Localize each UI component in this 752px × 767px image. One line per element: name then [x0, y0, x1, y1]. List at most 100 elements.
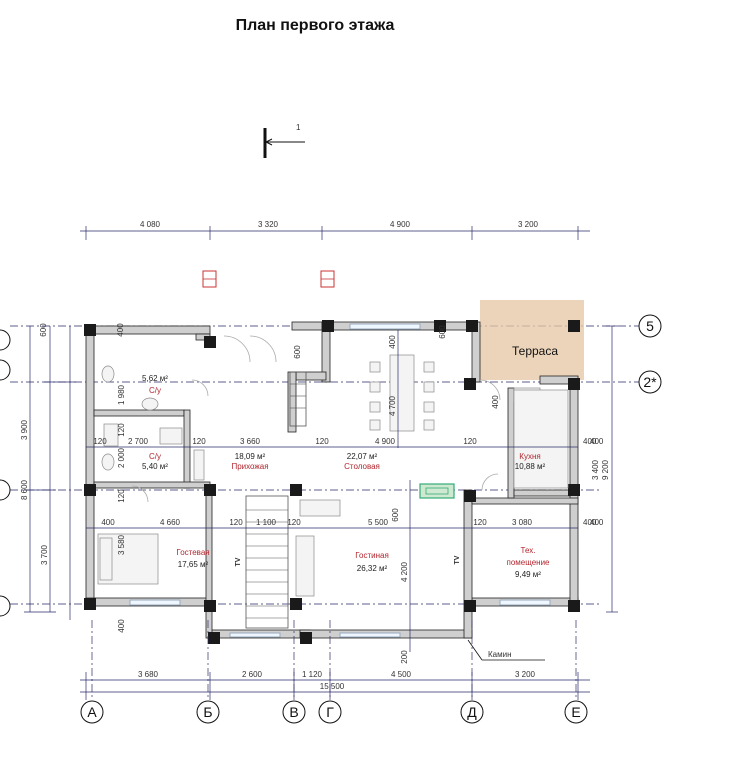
- dim-living-4660: 4 660: [160, 518, 181, 527]
- section-mark-label: 1: [296, 123, 301, 132]
- furniture: [97, 354, 569, 597]
- axis-V: В: [289, 704, 298, 720]
- dim-hall-120: 120: [315, 437, 329, 446]
- dim-kitchen-400c: 400: [491, 395, 500, 409]
- dim-top-2: 3 320: [258, 220, 279, 229]
- room-tech-area: 9,49 м²: [515, 570, 541, 579]
- axis-G: Г: [326, 704, 334, 720]
- inner-dimensions: 120 2 700 120 3 660 120 4 900 120 400 40…: [86, 323, 604, 664]
- columns: [84, 320, 580, 644]
- axis-bubbles-left: [0, 329, 11, 617]
- dim-top-1: 4 080: [140, 220, 161, 229]
- dim-dining-4900: 4 900: [375, 437, 396, 446]
- staircase: [245, 371, 307, 629]
- dim-living-200: 200: [400, 650, 409, 664]
- dim-kitchen-400: 400: [590, 437, 604, 446]
- dim-living-5500: 5 500: [368, 518, 389, 527]
- dim-living-400: 400: [101, 518, 115, 527]
- terrace-label: Терраса: [512, 344, 558, 358]
- room-wc1-name: С/у: [149, 386, 161, 395]
- dim-top-4: 3 200: [518, 220, 539, 229]
- fireplace-callout: Камин: [467, 639, 545, 661]
- room-wc2-area: 5,40 м²: [142, 462, 168, 471]
- room-hall-name: Прихожая: [231, 462, 268, 471]
- dim-bottom-3200: 3 200: [515, 670, 536, 679]
- dim-hall-3660: 3 660: [240, 437, 261, 446]
- room-labels: 5,62 м² С/у С/у 5,40 м² 18,09 м² Прихожа…: [142, 374, 550, 579]
- dim-living-400b: 400: [590, 518, 604, 527]
- terrace: Терраса: [480, 300, 584, 380]
- dim-right-400a: 400: [583, 437, 597, 446]
- axis-D: Д: [467, 704, 477, 720]
- right-dimension-chain: 9 200 3 400 400 400: [583, 325, 618, 613]
- axis-B: Б: [203, 704, 212, 720]
- dim-left-400: 400: [117, 619, 126, 633]
- room-guest-area: 17,65 м²: [178, 560, 209, 569]
- room-living-area: 26,32 м²: [357, 564, 388, 573]
- room-wc2-name: С/у: [149, 452, 161, 461]
- dim-living-120b: 120: [287, 518, 301, 527]
- plan-title: План первого этажа: [236, 17, 395, 34]
- axis-A: А: [87, 704, 97, 720]
- dim-left-3700: 3 700: [40, 544, 49, 565]
- axis-bubbles-bottom: А Б В Г Д Е: [80, 700, 588, 724]
- room-guest-name: Гостевая: [176, 548, 209, 557]
- dim-left-1980: 1 980: [117, 384, 126, 405]
- axis-5: 5: [646, 318, 654, 334]
- windows: [129, 323, 551, 638]
- dim-living-120a: 120: [229, 518, 243, 527]
- dim-living-3080: 3 080: [512, 518, 533, 527]
- dim-right-400b: 400: [583, 518, 597, 527]
- dim-living-120c: 120: [473, 518, 487, 527]
- room-dining-area: 22,07 м²: [347, 452, 378, 461]
- dim-bottom-3680: 3 680: [138, 670, 159, 679]
- dim-dining-600: 600: [438, 325, 447, 339]
- dim-bottom-1120: 1 120: [302, 670, 323, 679]
- room-tech-name-line1: Тех.: [521, 546, 536, 555]
- room-living-name: Гостиная: [355, 551, 389, 560]
- dim-wc2-120: 120: [192, 437, 206, 446]
- dim-dining-4700: 4 700: [388, 395, 397, 416]
- axis-bubbles-right: 5 2*: [638, 314, 662, 394]
- dim-wc1-120: 120: [117, 423, 126, 437]
- dim-bottom-total: 15 500: [320, 682, 345, 691]
- tv-label-2: TV: [454, 555, 461, 564]
- room-wc1-area: 5,62 м²: [142, 374, 168, 383]
- axis-2star: 2*: [643, 374, 657, 390]
- dim-right-9200: 9 200: [601, 459, 610, 480]
- top-dimension-chain: 4 080 3 320 4 900 3 200: [80, 220, 590, 240]
- dim-living-1100: 1 100: [256, 518, 277, 527]
- room-kitchen-name: Кухня: [519, 452, 540, 461]
- axis-lines-vertical: [91, 620, 577, 700]
- dim-left-3900: 3 900: [20, 419, 29, 440]
- dim-left-3580: 3 580: [117, 534, 126, 555]
- dim-living-4200: 4 200: [400, 561, 409, 582]
- dim-left-2000: 2 000: [117, 447, 126, 468]
- dim-dining-400: 400: [388, 335, 397, 349]
- left-dimension-chain: 3 900 8 600 3 700 600 1 980 2 000 120 3 …: [20, 323, 126, 633]
- axis-E: Е: [571, 704, 580, 720]
- dim-dining-120: 120: [463, 437, 477, 446]
- dim-bottom-4500: 4 500: [391, 670, 412, 679]
- dim-bottom-2600: 2 600: [242, 670, 263, 679]
- dim-wc2-2700: 2 700: [128, 437, 149, 446]
- dim-wc2-120v: 120: [93, 437, 107, 446]
- room-tech-name-line2: помещение: [506, 558, 550, 567]
- dim-left-8600: 8 600: [20, 479, 29, 500]
- doors: [131, 335, 501, 503]
- room-hall-area: 18,09 м²: [235, 452, 266, 461]
- dim-left-600: 600: [39, 323, 48, 337]
- section-mark: 1: [263, 123, 305, 158]
- room-dining-name: Столовая: [344, 462, 380, 471]
- dim-top-left-400: 400: [116, 323, 125, 337]
- dim-right-3400: 3 400: [591, 459, 600, 480]
- dim-top-3: 4 900: [390, 220, 411, 229]
- tv-label-1: TV: [235, 557, 242, 566]
- dim-left-120: 120: [117, 489, 126, 503]
- bottom-dimension-chain: 3 680 2 600 1 120 4 500 3 200 15 500: [80, 670, 590, 700]
- dim-stair-600: 600: [293, 345, 302, 359]
- room-kitchen-area: 10,88 м²: [515, 462, 546, 471]
- dim-living-600: 600: [391, 508, 400, 522]
- fireplace: [419, 483, 455, 499]
